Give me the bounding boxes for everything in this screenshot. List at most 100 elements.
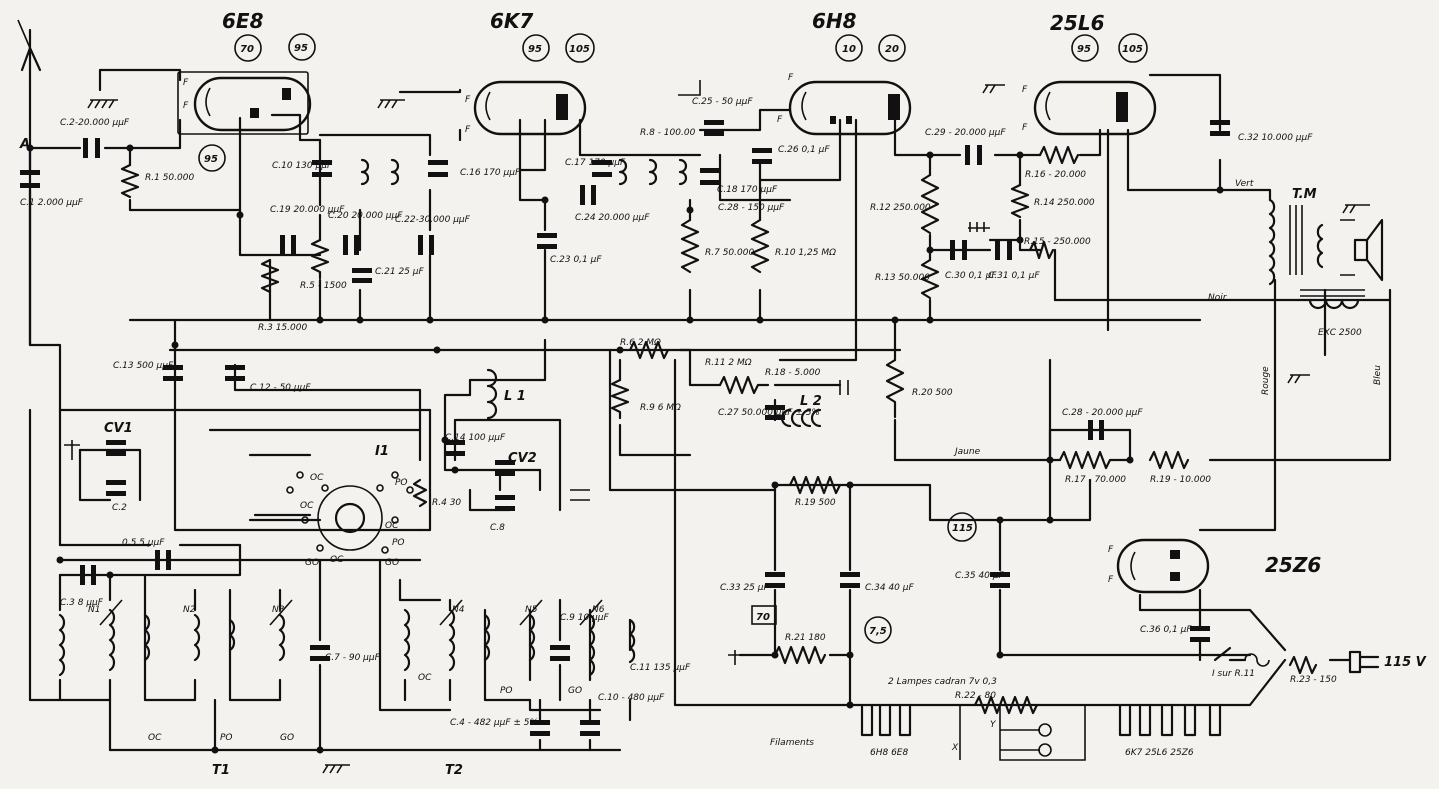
wire-bleu: Bleu xyxy=(1373,365,1383,385)
label-r17: R.17 - 70.000 xyxy=(1065,475,1126,485)
label-c26: C.26 0,1 μF xyxy=(778,145,830,155)
label-n6: N6 xyxy=(592,605,605,615)
label-c2-variable: C.2 xyxy=(112,503,127,513)
voltage-circle-6e8-grid: 95 xyxy=(198,144,226,172)
svg-text:OC: OC xyxy=(300,501,314,511)
band-go-front: GO xyxy=(280,733,294,743)
terminal-t1: T1 xyxy=(212,763,230,778)
voltage-circle-25l6-plate: 105 xyxy=(1118,33,1148,63)
label-r22: R.22 - 80 xyxy=(955,691,996,701)
label-r7: R.7 50.000 xyxy=(705,248,754,258)
wiring xyxy=(28,68,1392,752)
label-r4: R.4 30 xyxy=(432,498,461,508)
svg-text:F: F xyxy=(1108,575,1114,585)
voltage-box-70: 70 xyxy=(751,605,777,625)
svg-text:OC: OC xyxy=(310,473,324,483)
filament-string xyxy=(860,703,1222,761)
tube-6e8: FF xyxy=(177,71,312,135)
power-switch-label: I sur R.11 xyxy=(1212,669,1255,679)
label-c20: C.20 20.000 μμF xyxy=(328,211,403,221)
label-l2: L 2 xyxy=(800,394,822,409)
wave-switch[interactable]: I1 OC PO OC OC PO GO GO OC xyxy=(286,444,414,568)
label-r9: R.9 6 MΩ xyxy=(640,403,681,413)
svg-text:GO: GO xyxy=(305,558,319,568)
label-n2: N2 xyxy=(183,605,196,615)
label-exc: EXC 2500 xyxy=(1318,328,1362,338)
filament-y: Y xyxy=(990,720,997,730)
label-c1: C.1 2.000 μμF xyxy=(20,198,84,208)
label-c9: C.9 10 μμF xyxy=(560,613,609,623)
label-n5: N5 xyxy=(525,605,538,615)
svg-text:F: F xyxy=(1022,123,1028,133)
voltage-circle-6e8-screen: 95 xyxy=(288,33,316,61)
label-c29: C.29 - 20.000 μμF xyxy=(925,128,1006,138)
label-r15: R.15 - 250.000 xyxy=(1024,237,1091,247)
label-r3: R.3 15.000 xyxy=(258,323,307,333)
ground-symbols xyxy=(64,80,1370,774)
svg-text:OC: OC xyxy=(330,555,344,565)
svg-text:F: F xyxy=(788,73,794,83)
tube-6k7: FF xyxy=(465,80,587,136)
label-r20: R.20 500 xyxy=(912,388,953,398)
label-tm: T.M xyxy=(1292,187,1317,202)
voltage-circle-6k7-plate: 105 xyxy=(565,33,595,63)
label-c18: C.18 170 μμF xyxy=(717,185,778,195)
label-n3: N3 xyxy=(272,605,285,615)
svg-text:PO: PO xyxy=(392,538,405,548)
tube-label-6k7: 6K7 xyxy=(490,9,533,33)
svg-text:20: 20 xyxy=(885,44,899,55)
label-c36: C.36 0,1 μF xyxy=(1140,625,1192,635)
band-go-rear: GO xyxy=(568,686,582,696)
mains-plug: 115 V xyxy=(1328,650,1427,674)
label-c27: C.27 50.000 μμF ± 5% xyxy=(718,408,820,418)
label-c24: C.24 20.000 μμF xyxy=(575,213,650,223)
label-r16: R.16 - 20.000 xyxy=(1025,170,1086,180)
power-switch[interactable]: I sur R.11 xyxy=(1212,646,1270,679)
svg-text:OC: OC xyxy=(385,521,399,531)
label-c23: C.23 0,1 μF xyxy=(550,255,602,265)
mains-voltage: 115 V xyxy=(1384,655,1427,670)
junction-dots xyxy=(26,144,1224,754)
label-r5: R.5 - 1500 xyxy=(300,281,347,291)
svg-text:F: F xyxy=(465,125,471,135)
label-r21: R.21 180 xyxy=(785,633,826,643)
label-r10: R.10 1,25 MΩ xyxy=(775,248,836,258)
label-c13: C.13 500 μμF xyxy=(113,361,174,371)
label-r8: R.8 - 100.00 xyxy=(640,128,696,138)
filaments-lamps: 2 Lampes cadran 7v 0,3 xyxy=(888,677,997,687)
label-c33: C.33 25 μF xyxy=(720,583,769,593)
label-c7: C.7 - 90 μμF xyxy=(325,653,381,663)
voltage-circle-6h8-b: 20 xyxy=(878,34,906,62)
tube-label-25l6: 25L6 xyxy=(1050,11,1105,35)
svg-text:F: F xyxy=(183,101,189,111)
label-r13: R.13 50.000 xyxy=(875,273,930,283)
band-po-front: PO xyxy=(220,733,233,743)
label-l1: L 1 xyxy=(504,389,526,404)
label-r19b: R.19 - 10.000 xyxy=(1150,475,1211,485)
svg-text:115: 115 xyxy=(952,523,973,534)
coil-symbols xyxy=(58,158,1365,677)
label-r11: R.11 2 MΩ xyxy=(705,358,752,368)
svg-text:95: 95 xyxy=(294,43,308,54)
label-c21: C.21 25 μF xyxy=(375,267,424,277)
label-r6: R.6 2 MΩ xyxy=(620,338,661,348)
filament-x: X xyxy=(951,743,959,753)
svg-text:F: F xyxy=(183,78,189,88)
svg-text:70: 70 xyxy=(240,44,254,55)
svg-text:95: 95 xyxy=(528,44,542,55)
voltage-circle-6e8-plate: 70 xyxy=(234,34,262,62)
band-oc-front: OC xyxy=(148,733,162,743)
svg-text:F: F xyxy=(1022,85,1028,95)
svg-text:70: 70 xyxy=(756,612,770,623)
label-c25: C.25 - 50 μμF xyxy=(692,97,753,107)
label-r18: R.18 - 5.000 xyxy=(765,368,821,378)
tube-6h8: FF xyxy=(777,73,912,136)
label-c2: C.2-20.000 μμF xyxy=(60,118,130,128)
label-c5: 0,5 5 μμF xyxy=(122,538,165,548)
svg-text:105: 105 xyxy=(569,44,590,55)
switch-label: I1 xyxy=(375,444,389,459)
speaker xyxy=(1340,218,1384,282)
tube-25z6: FF xyxy=(1108,538,1210,594)
wire-vert: Vert xyxy=(1235,179,1254,189)
